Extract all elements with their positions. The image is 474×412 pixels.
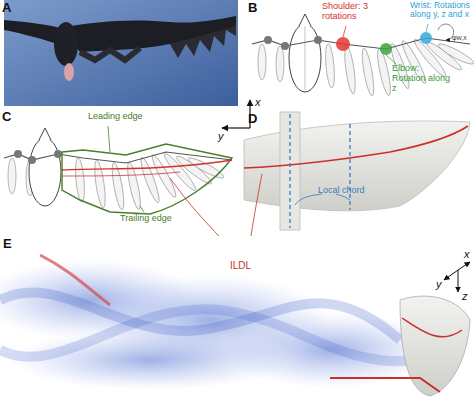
feather — [276, 46, 284, 82]
panel-letter: A — [2, 1, 22, 15]
feather — [8, 158, 16, 194]
chord-label: Local chord — [318, 186, 388, 196]
wing-surface — [244, 112, 470, 230]
joint-label: Elbow: Rotation along z — [392, 64, 452, 94]
edge-label: Trailing edge — [120, 214, 200, 224]
feather — [360, 48, 376, 97]
wing-skeleton — [252, 14, 474, 96]
wake-flow — [0, 236, 474, 412]
joint-label: Wrist: Rotations along y, z and x — [410, 1, 474, 20]
feather — [74, 158, 86, 203]
axis-label: y — [436, 278, 448, 290]
feather — [258, 44, 266, 80]
line-label: ILDL — [230, 260, 270, 271]
feather — [375, 48, 393, 97]
axis-label: z — [462, 290, 474, 302]
feather — [324, 44, 336, 89]
bird-photo — [4, 0, 238, 106]
angle-symbol: φw,x — [452, 34, 474, 42]
axis-arrows — [222, 100, 250, 128]
joint-label: Shoulder: 3 rotations — [322, 2, 384, 22]
panel-letter: C — [2, 110, 22, 124]
feather — [343, 46, 358, 95]
panel-letter: D — [248, 112, 268, 126]
wing-outline — [4, 126, 232, 214]
feather — [93, 160, 108, 209]
axis-label: x — [255, 96, 267, 108]
axis-label: y — [218, 130, 230, 142]
feather — [138, 156, 162, 204]
panel-letter: B — [248, 1, 268, 15]
panel-letter: E — [3, 237, 23, 251]
edge-label: Leading edge — [88, 112, 158, 122]
axis-label: x — [464, 248, 474, 260]
